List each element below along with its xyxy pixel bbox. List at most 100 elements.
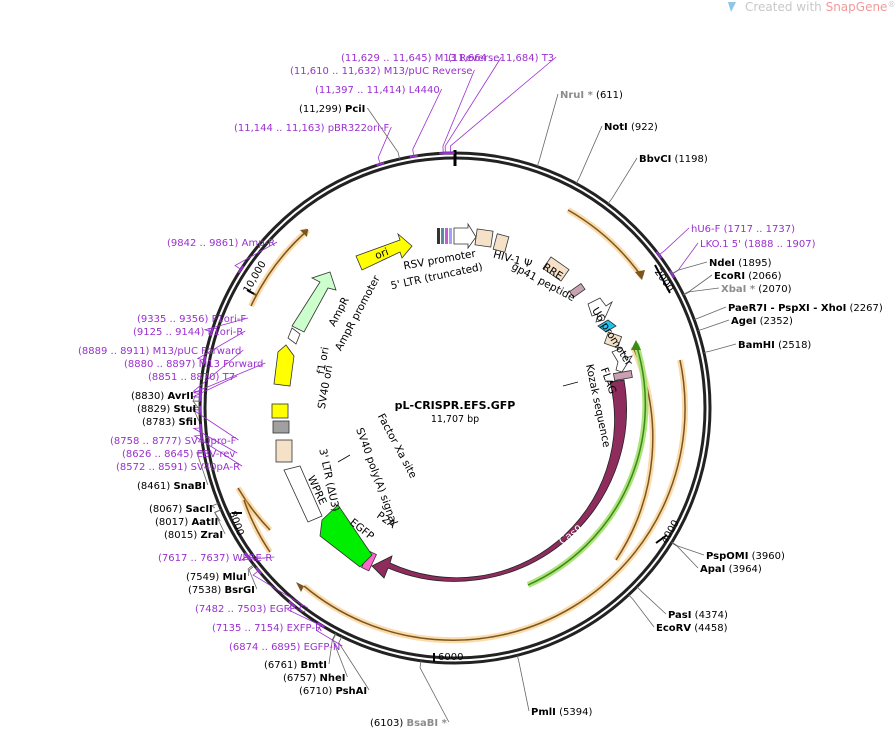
site-label-sv40pro-f[interactable]: (8758 .. 8777) SV40pro-F [110,436,237,447]
site-label-zrai[interactable]: (8015) ZraI [164,530,223,541]
orf-arrowhead [635,270,645,280]
feature-rsv-marker [449,228,452,244]
primer-marker [209,327,214,337]
site-leader-line [332,633,348,678]
site-label-f1ori-f[interactable]: (9335 .. 9356) F1ori-F [137,314,246,325]
credit-reg: ® [887,0,895,9]
feature-rsv-marker [445,228,448,244]
site-leader-line [607,157,638,205]
site-label-amp-r[interactable]: (9842 .. 9861) Amp-R [167,238,275,249]
primer-marker [376,162,385,167]
site-label-f1ori-r[interactable]: (9125 .. 9144) F1ori-R [133,327,243,338]
feature-efs-promoter[interactable] [611,347,633,373]
orf-arrowhead [300,229,308,237]
site-label-bsrgi[interactable]: (7538) BsrGI [188,585,255,596]
site-label-egfp-n[interactable]: (6874 .. 6895) EGFP-N [229,642,340,653]
site-label-sv40pa-r[interactable]: (8572 .. 8591) SV40pA-R [116,462,240,473]
feature-label-u6-promoter: U6 promoter [589,305,635,368]
site-label-ecori[interactable]: EcoRI (2066) [714,271,782,282]
site-label-bbvci[interactable]: BbvCI (1198) [639,154,708,165]
site-label-stui[interactable]: (8829) StuI [137,404,196,415]
site-label-xbai[interactable]: XbaI * (2070) [721,284,792,295]
feature-rre[interactable] [542,256,570,282]
feature-sgrna-scaffold[interactable] [597,319,617,333]
site-leader-line [671,242,699,275]
site-label-snabi[interactable]: (8461) SnaBI [137,481,206,492]
site-label-sacii[interactable]: (8067) SacII [149,504,213,515]
feature-sv40-ori[interactable] [271,403,289,419]
site-leader-line [671,542,699,569]
site-label-m13-puc-reverse[interactable]: (11,610 .. 11,632) M13/pUC Reverse [290,66,472,77]
site-label-hu6-f[interactable]: hU6-F (1717 .. 1737) [691,224,795,235]
site-label-m13-puc-forward[interactable]: (8889 .. 8911) M13/pUC Forward [78,346,241,357]
site-leader-line [252,570,309,609]
site-label-m13-reverse[interactable]: (11,629 .. 11,645) M13 Reverse [341,53,499,64]
site-label-ebv-rev[interactable]: (8626 .. 8645) EBV-rev [122,449,235,460]
feature-5-ltr[interactable] [474,228,494,248]
site-label-exfp-r[interactable]: (7135 .. 7154) EXFP-R [212,623,322,634]
site-leader-line [367,107,400,160]
site-label-pasi[interactable]: PasI (4374) [668,610,728,621]
primer-marker [255,566,262,575]
plasmid-name: pL-CRISPR.EFS.GFP [395,399,516,412]
site-label-pspomi[interactable]: PspOMI (3960) [706,551,785,562]
site-label-egfp-c[interactable]: (7482 .. 7503) EGFP-C [195,604,306,615]
feature-3-ltr[interactable] [275,439,293,463]
site-label-nrui[interactable]: NruI * (611) [560,90,623,101]
site-label-noti[interactable]: NotI (922) [604,122,658,133]
feature-ampr-promoter[interactable] [287,327,301,345]
site-label-t7[interactable]: (8851 .. 8870) T7 [148,372,235,383]
site-label-sfii[interactable]: (8783) SfiI [142,417,197,428]
site-leader-line [516,655,530,712]
site-label-pcii[interactable]: (11,299) PciI [299,104,365,115]
feature-rsv-marker [437,228,440,244]
feature-f1-ori[interactable] [273,344,295,387]
site-label-avrii[interactable]: (8830) AvrII [131,391,194,402]
feature-flag[interactable] [612,370,633,381]
feature-wpre[interactable] [283,465,323,523]
site-label-bamhi[interactable]: BamHI (2518) [738,340,811,351]
site-label-paer7i-pspxi-xhoi[interactable]: PaeR7I - PspXI - XhoI (2267) [728,303,883,314]
snapgene-credit: Created with SnapGene® [728,0,895,14]
feature-cas9[interactable] [371,379,627,582]
primer-marker [655,251,663,259]
site-leader-line [697,319,730,331]
orf-arrowhead [631,340,641,350]
site-label-aatii[interactable]: (8017) AatII [155,517,218,528]
site-label-lko-1-5[interactable]: LKO.1 5' (1888 .. 1907) [700,239,816,250]
site-leader-line [636,586,667,615]
site-leader-line [683,274,713,295]
site-label-m13-forward[interactable]: (8880 .. 8897) M13 Forward [124,359,263,370]
feature-rsv-promoter[interactable] [453,222,477,250]
credit-brand: SnapGene [826,0,888,14]
site-label-pmli[interactable]: PmlI (5394) [531,707,592,718]
feature-ampr[interactable] [291,271,337,333]
site-label-ndei[interactable]: NdeI (1895) [709,258,772,269]
site-label-bsabi[interactable]: (6103) BsaBI * [370,718,448,729]
feature-sv40-polya[interactable] [272,420,290,434]
site-leader-line [211,502,219,509]
site-leader-line [442,69,475,154]
site-label-mlui[interactable]: (7549) MluI [186,572,247,583]
site-label-pbr322ori-f[interactable]: (11,144 .. 11,163) pBR322ori-F [234,123,390,134]
site-label-agei[interactable]: AgeI (2352) [731,316,793,327]
site-leader-line [234,241,278,270]
site-leader-line [316,624,343,647]
site-label-ecorv[interactable]: EcoRV (4458) [656,623,728,634]
site-label-nhei[interactable]: (6757) NheI [283,673,345,684]
feature-gp41[interactable] [568,282,586,298]
site-label-wpre-r[interactable]: (7617 .. 7637) WPRE-R [158,553,272,564]
feature-u6-promoter[interactable] [587,297,613,323]
site-label-apai[interactable]: ApaI (3964) [700,564,762,575]
feature-ori[interactable] [355,232,413,271]
feature-ltr-fragment[interactable] [603,331,623,349]
feature-egfp[interactable] [319,504,373,568]
site-label-bmti[interactable]: (6761) BmtI [264,660,327,671]
site-leader-line [449,56,557,154]
site-labels: NruI * (611) NotI (922) BbvCI (1198) hU6-F … [78,53,883,729]
site-leader-line [444,56,502,154]
site-label-pshai[interactable]: (6710) PshAI [299,686,367,697]
site-label-l4440[interactable]: (11,397 .. 11,414) L4440 [315,85,440,96]
feature-hiv1-psi[interactable] [492,233,510,253]
site-label-t3[interactable]: (11,664 .. 11,684) T3 [448,53,554,64]
